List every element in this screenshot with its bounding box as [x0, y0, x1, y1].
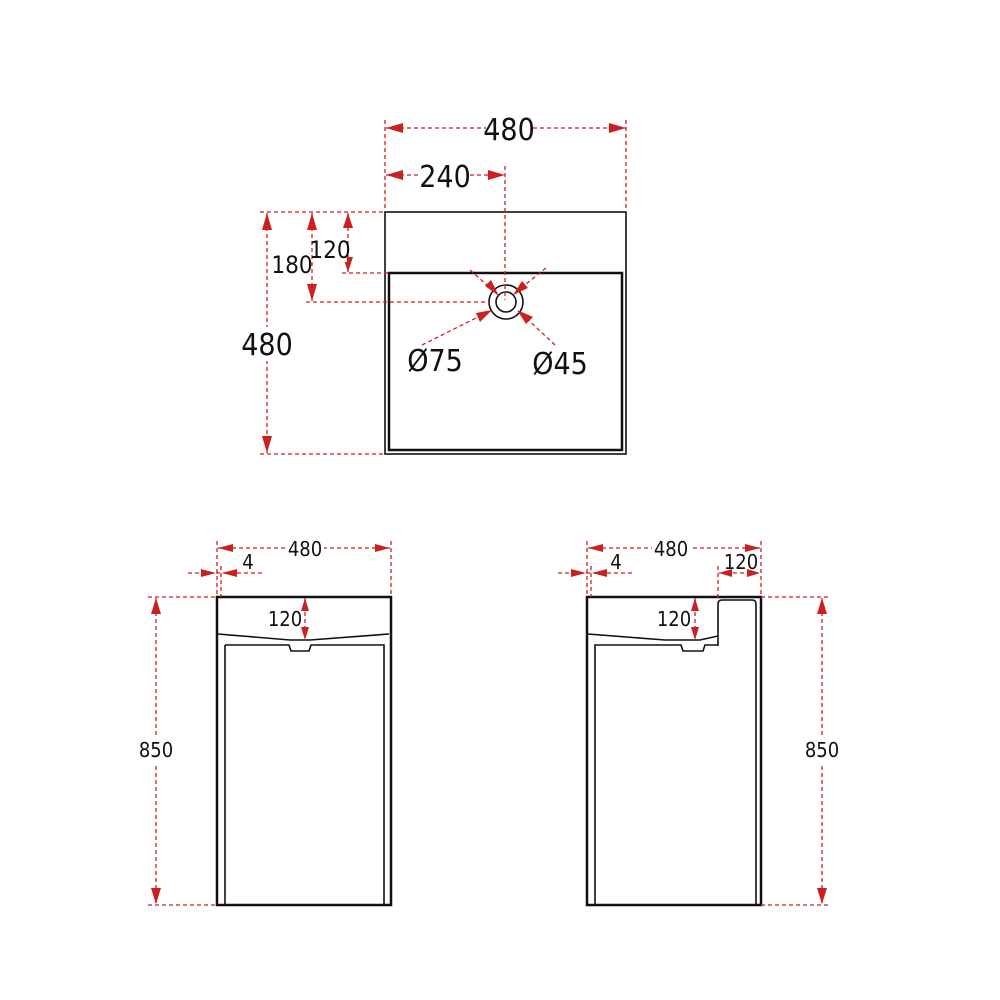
side-width-label: 480 [654, 537, 688, 561]
side-basin-depth-arrow-bottom [691, 627, 699, 640]
front-height-label: 850 [139, 738, 173, 762]
side-height-arrow-bottom [817, 888, 827, 904]
front-height-arrow-top [151, 598, 161, 614]
side-wall-label: 4 [610, 550, 621, 574]
inner-diameter-label: Ø45 [532, 347, 588, 382]
side-deck-arrow-left [719, 569, 732, 577]
top-view-outer-outline [384, 211, 627, 455]
front-wall-label: 4 [242, 550, 253, 574]
inner-diameter-arrow-2 [513, 281, 528, 295]
outer-diameter-leader [421, 311, 489, 346]
front-width-arrow-left [218, 544, 233, 552]
side-wall-arrow-right [592, 569, 607, 577]
side-view-outer-outline [585, 595, 763, 907]
side-basin-depth-label: 120 [657, 607, 691, 631]
top-depth-arrow-bottom [262, 436, 272, 453]
front-view-inner-cavity [224, 644, 385, 905]
drain-offset-arrow-bottom [307, 284, 317, 301]
front-basin-depth-arrow-bottom [301, 627, 309, 640]
deck-arrow-top [343, 213, 353, 228]
side-view-deck-block [717, 599, 757, 905]
side-deck-label: 120 [724, 550, 758, 574]
front-view-outer-outline [215, 595, 393, 907]
side-view-basin-profile [587, 633, 719, 641]
top-depth-arrow-top [262, 213, 272, 230]
top-center-label: 240 [419, 160, 471, 195]
side-width-arrow-right [745, 544, 760, 552]
front-view-basin-profile [217, 633, 390, 641]
side-wall-arrow-left [571, 569, 586, 577]
outer-diameter-arrow [476, 310, 492, 322]
deck-label: 120 [309, 236, 350, 264]
side-basin-depth-arrow-top [691, 598, 699, 611]
top-width-arrow-left [386, 123, 403, 133]
front-wall-arrow-right [222, 569, 237, 577]
top-center-arrow-right [488, 170, 505, 180]
side-height-arrow-top [817, 598, 827, 614]
outer-diameter-arrow-2 [485, 280, 499, 296]
side-view: 480 4 120 120 850 [558, 536, 840, 907]
drain-inner-circle [495, 291, 517, 313]
top-width-arrow-right [609, 123, 626, 133]
drain-offset-arrow-top [307, 213, 317, 230]
top-center-arrow-left [386, 170, 403, 180]
front-width-label: 480 [288, 537, 322, 561]
front-height-arrow-bottom [151, 888, 161, 904]
side-view-inner-cavity [594, 644, 718, 905]
top-width-label: 480 [483, 113, 535, 148]
front-basin-depth-arrow-top [301, 598, 309, 611]
top-depth-label: 480 [241, 328, 293, 363]
inner-diameter-arrow [517, 310, 533, 324]
side-deck-arrow-right [747, 569, 760, 577]
top-view: 480 240 480 180 120 [241, 112, 627, 455]
drain-offset-label: 180 [271, 251, 312, 279]
front-basin-depth-label: 120 [268, 607, 302, 631]
outer-diameter-label: Ø75 [407, 344, 463, 379]
side-height-label: 850 [805, 738, 839, 762]
front-wall-arrow-left [201, 569, 216, 577]
front-view: 480 4 120 850 [138, 536, 393, 907]
front-width-arrow-right [375, 544, 390, 552]
side-width-arrow-left [588, 544, 603, 552]
